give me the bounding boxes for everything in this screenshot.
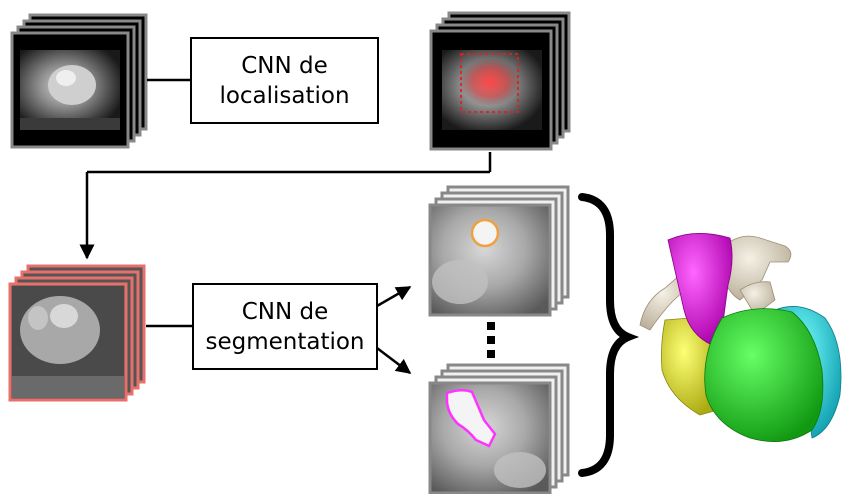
localised-ct-stack <box>429 11 571 151</box>
vessel-cream-top <box>721 235 792 301</box>
cropped-ct-stack <box>8 264 146 402</box>
arrow-to-top-mask <box>376 285 412 308</box>
segmentation-output-stack-1 <box>428 185 570 317</box>
input-ct-stack <box>10 13 148 149</box>
cnn-localisation-line2: localisation <box>219 82 350 109</box>
cnn-segmentation-line1: CNN de <box>241 298 329 325</box>
cnn-segmentation-box: CNN de segmentation <box>192 283 378 370</box>
magenta-structure-mask <box>445 389 497 448</box>
arrow-to-bottom-mask <box>376 347 412 374</box>
cnn-segmentation-line2: segmentation <box>205 328 365 355</box>
heart-yellow-chamber <box>661 317 719 416</box>
arrow-to-cropped-volume <box>79 152 492 260</box>
more-structures-ellipsis <box>487 322 495 358</box>
heart-roi-box <box>460 53 519 113</box>
heart-3d-model <box>639 233 842 442</box>
segmentation-output-stack-2 <box>428 363 570 494</box>
cnn-localisation-line1: CNN de <box>241 52 328 79</box>
heart-green-chamber <box>704 308 824 442</box>
curly-brace <box>578 193 640 477</box>
cnn-localisation-box: CNN de localisation <box>190 37 379 124</box>
cropped-slice-image <box>12 286 124 398</box>
ct-slice-image <box>20 50 120 130</box>
ct-slice-image <box>442 50 542 130</box>
orange-structure-mask <box>470 218 500 248</box>
vessel-cream-mid <box>739 281 776 316</box>
